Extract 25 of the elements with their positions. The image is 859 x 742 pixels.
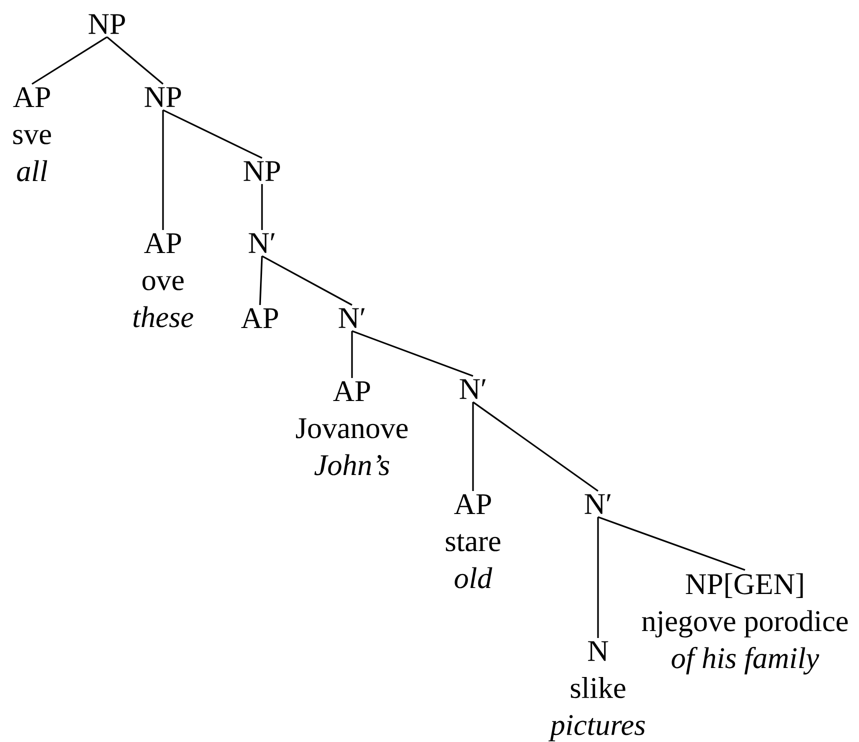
tree-label: NP [244,161,280,181]
tree-branch [259,256,263,306]
tree-label: AP ove these [134,233,194,328]
tree-branch [598,516,746,571]
tree-branch [472,402,474,491]
tree-label: N′ [584,494,611,514]
tree-branch [32,36,108,85]
tree-label: N′ [248,233,275,253]
tree-branch [262,255,352,306]
tree-branch [162,109,262,159]
tree-branch [352,330,474,377]
tree-label: NP [144,87,181,107]
tree-branch [162,110,164,230]
tree-branch [351,331,353,378]
tree-label: N′ [460,379,486,399]
tree-label: AP Jovanove John’s [296,381,408,476]
tree-branch [472,401,598,492]
tree-label: N′ [338,308,365,328]
tree-branch [106,36,164,85]
tree-branch [261,184,263,230]
tree-label: AP stare old [446,494,500,588]
tree-branch [597,517,599,638]
tree-label: AP [241,308,278,328]
tree-label: NP [88,14,125,34]
tree-label: AP sve all [13,87,51,182]
